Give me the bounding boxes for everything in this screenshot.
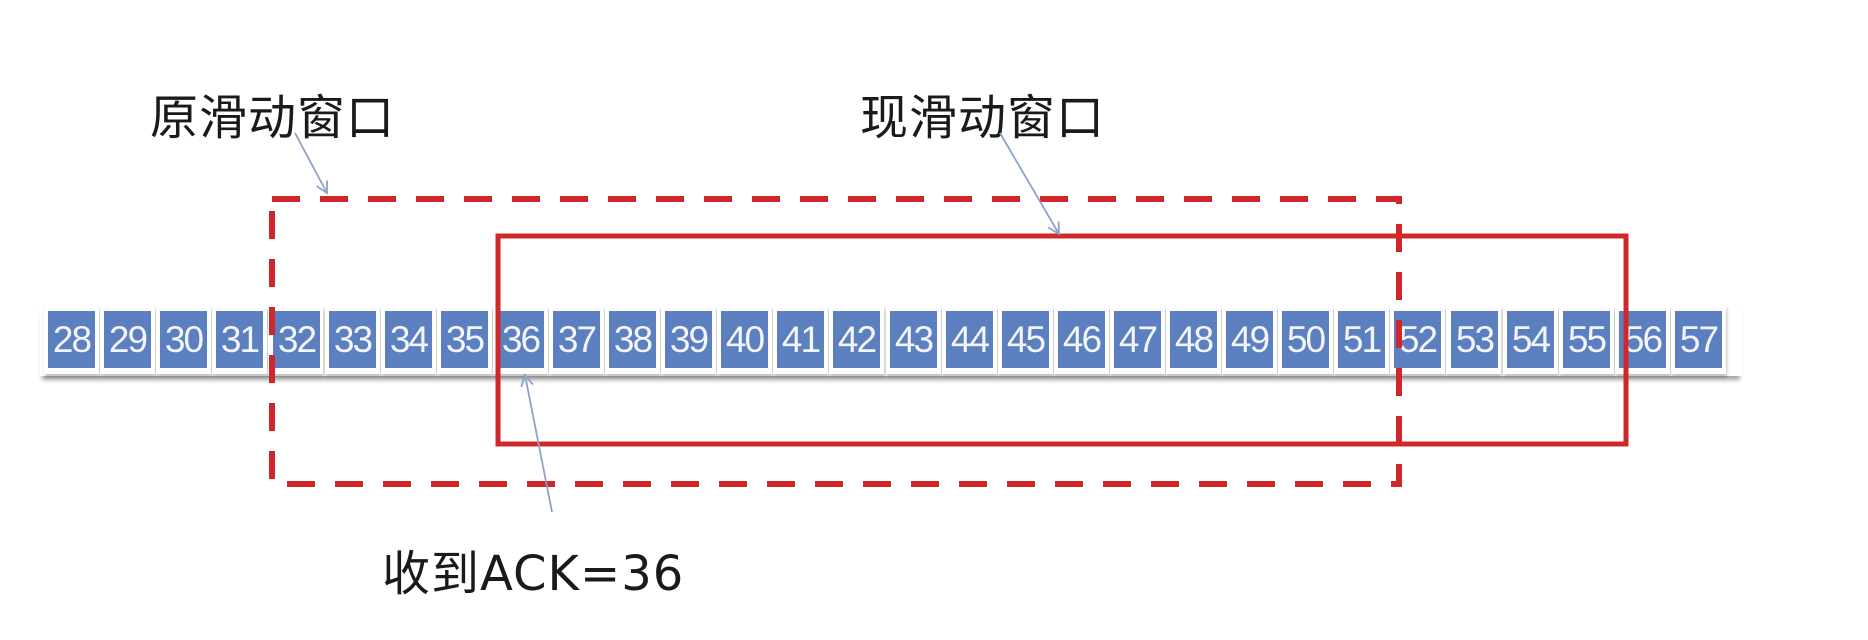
sequence-cell: 39	[665, 311, 712, 368]
sequence-cell: 47	[1114, 311, 1161, 368]
sequence-cell: 48	[1170, 311, 1217, 368]
new-window-label: 现滑动窗口	[860, 90, 1106, 146]
sequence-cell: 34	[385, 311, 432, 368]
sequence-cell: 45	[1002, 311, 1049, 368]
new-window-box	[495, 233, 1629, 447]
sequence-cell: 30	[160, 311, 207, 368]
sequence-cell: 35	[441, 311, 488, 368]
ack-arrow-icon	[520, 373, 553, 513]
sequence-cell: 28	[48, 311, 95, 368]
sequence-cell: 57	[1675, 311, 1722, 368]
sequence-cell: 50	[1282, 311, 1329, 368]
sequence-cell: 40	[721, 311, 768, 368]
sequence-cell: 36	[497, 311, 544, 368]
sequence-cell: 46	[1058, 311, 1105, 368]
old-window-label: 原滑动窗口	[150, 90, 396, 146]
old-window-box	[269, 196, 1402, 487]
sequence-cell: 31	[216, 311, 263, 368]
sequence-cell: 54	[1507, 311, 1554, 368]
sequence-cell: 32	[273, 311, 320, 368]
sequence-cell: 49	[1226, 311, 1273, 368]
sequence-cell: 33	[329, 311, 376, 368]
sequence-cell: 29	[104, 311, 151, 368]
sequence-cell: 42	[833, 311, 880, 368]
sequence-cell: 55	[1563, 311, 1610, 368]
ack-label: 收到ACK=36	[382, 546, 685, 602]
sequence-cell: 51	[1338, 311, 1385, 368]
sequence-cell: 44	[946, 311, 993, 368]
sequence-cell: 38	[609, 311, 656, 368]
old-window-arrow-icon	[294, 132, 329, 195]
new-window-arrow-icon	[999, 132, 1060, 236]
sequence-cell: 43	[890, 311, 937, 368]
sequence-cell: 41	[777, 311, 824, 368]
sequence-cell: 37	[553, 311, 600, 368]
sequence-cell: 53	[1451, 311, 1498, 368]
